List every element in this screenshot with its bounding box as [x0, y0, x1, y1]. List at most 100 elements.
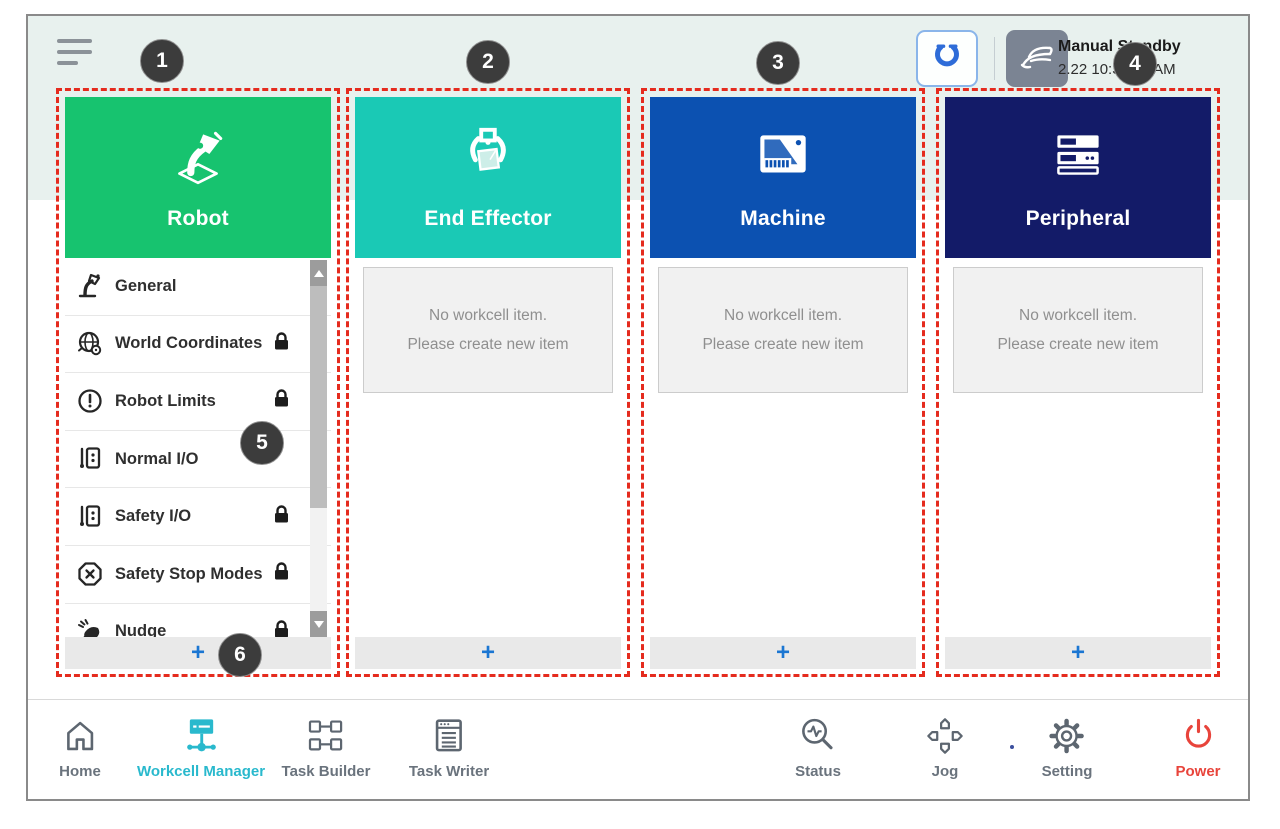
io-port-icon — [74, 502, 106, 532]
scroll-up-button[interactable] — [310, 260, 327, 286]
robot-icon — [74, 271, 106, 301]
menu-item-label: General — [115, 276, 177, 295]
empty-state-line2: Please create new item — [702, 336, 864, 353]
home-icon — [59, 712, 101, 756]
menu-item-normal-io[interactable]: Normal I/O — [65, 431, 331, 489]
lock-icon — [272, 561, 291, 587]
nav-label: Home — [59, 763, 101, 780]
menu-item-world-coordinates[interactable]: World Coordinates — [65, 316, 331, 374]
workcell-manager-icon — [137, 712, 265, 756]
menu-item-robot-limits[interactable]: Robot Limits — [65, 373, 331, 431]
empty-state-end-effector: No workcell item. Please create new item — [363, 267, 613, 393]
nav-label: Power — [1175, 763, 1221, 780]
empty-state-line2: Please create new item — [997, 336, 1159, 353]
topbar-divider — [994, 37, 995, 80]
menu-item-label: Nudge — [115, 622, 167, 637]
column-header-end-effector[interactable]: End Effector — [355, 97, 621, 258]
lock-icon — [272, 619, 291, 637]
plus-icon: + — [1070, 639, 1085, 666]
robot-mode-button[interactable] — [916, 30, 978, 87]
robot-arm-icon — [165, 119, 231, 191]
gear-icon — [1042, 712, 1093, 756]
nav-workcell-manager[interactable]: Workcell Manager — [137, 712, 265, 780]
triangle-down-icon — [313, 620, 324, 628]
machine-panel-icon — [750, 119, 816, 191]
nav-separator-dot — [1010, 745, 1014, 749]
menu-item-label: Robot Limits — [115, 391, 216, 410]
status-pulse-icon — [795, 712, 841, 756]
jog-dpad-icon — [925, 712, 965, 756]
menu-item-safety-io[interactable]: Safety I/O — [65, 488, 331, 546]
add-item-button-end-effector[interactable]: + — [355, 637, 621, 669]
menu-item-label: Safety Stop Modes — [115, 564, 263, 583]
empty-state-line1: No workcell item. — [724, 307, 842, 324]
annotation-badge-3: 3 — [756, 41, 800, 85]
annotation-badge-5: 5 — [240, 421, 284, 465]
add-item-button-machine[interactable]: + — [650, 637, 916, 669]
menu-item-label: Safety I/O — [115, 507, 192, 526]
annotation-badge-1: 1 — [140, 39, 184, 83]
nav-label: Task Builder — [281, 763, 371, 780]
plus-icon: + — [775, 639, 790, 666]
nav-label: Status — [795, 763, 841, 780]
nav-jog[interactable]: Jog — [925, 712, 965, 780]
empty-state-line2: Please create new item — [407, 336, 569, 353]
nav-setting[interactable]: Setting — [1041, 712, 1093, 780]
empty-state-machine: No workcell item. Please create new item — [658, 267, 908, 393]
empty-state-line1: No workcell item. — [429, 307, 547, 324]
nav-power[interactable]: Power — [1175, 712, 1221, 780]
lock-icon — [272, 331, 291, 357]
menu-item-label: World Coordinates — [115, 334, 263, 353]
globe-gear-icon — [74, 329, 106, 359]
annotation-badge-6: 6 — [218, 633, 262, 677]
exclamation-circle-icon — [74, 386, 106, 416]
nav-label: Task Writer — [408, 763, 490, 780]
menu-item-label: Normal I/O — [115, 449, 199, 468]
nudge-hand-icon — [74, 617, 106, 637]
annotation-badge-2: 2 — [466, 40, 510, 84]
cobot-horseshoe-icon — [930, 39, 964, 78]
manual-mode-button[interactable] — [1006, 30, 1068, 87]
nav-label: Workcell Manager — [136, 763, 266, 780]
robot-menu-list: General World Coordinates — [65, 258, 331, 637]
add-item-button-peripheral[interactable]: + — [945, 637, 1211, 669]
nav-label: Setting — [1041, 763, 1093, 780]
column-title: End Effector — [424, 207, 552, 230]
manual-hand-icon — [1017, 38, 1057, 79]
menu-item-general[interactable]: General — [65, 258, 331, 316]
column-header-peripheral[interactable]: Peripheral — [945, 97, 1211, 258]
io-port-icon — [74, 444, 106, 474]
bottom-nav-bar — [28, 699, 1248, 799]
nav-task-writer[interactable]: Task Writer — [409, 712, 489, 780]
empty-state-line1: No workcell item. — [1019, 307, 1137, 324]
nav-task-builder[interactable]: Task Builder — [281, 712, 371, 780]
add-item-button-robot[interactable]: + — [65, 637, 331, 669]
octagon-x-icon — [74, 559, 106, 589]
hamburger-menu-icon[interactable] — [57, 39, 93, 65]
scrollbar-thumb[interactable] — [310, 286, 327, 508]
empty-state-peripheral: No workcell item. Please create new item — [953, 267, 1203, 393]
nav-home[interactable]: Home — [59, 712, 101, 780]
nav-status[interactable]: Status — [795, 712, 841, 780]
menu-item-nudge[interactable]: Nudge — [65, 604, 331, 637]
lock-icon — [272, 388, 291, 414]
column-title: Machine — [740, 207, 826, 230]
scroll-down-button[interactable] — [310, 611, 327, 637]
triangle-up-icon — [313, 269, 324, 277]
server-rack-icon — [1045, 119, 1111, 191]
task-writer-icon — [409, 712, 489, 756]
task-builder-icon — [282, 712, 371, 756]
column-header-machine[interactable]: Machine — [650, 97, 916, 258]
column-header-robot[interactable]: Robot — [65, 97, 331, 258]
column-title: Robot — [167, 207, 229, 230]
menu-item-safety-stop-modes[interactable]: Safety Stop Modes — [65, 546, 331, 604]
lock-icon — [272, 504, 291, 530]
plus-icon: + — [190, 639, 205, 666]
gripper-icon — [457, 119, 519, 191]
robot-list-scrollbar[interactable] — [310, 260, 327, 637]
plus-icon: + — [480, 639, 495, 666]
annotation-badge-4: 4 — [1113, 42, 1157, 86]
column-title: Peripheral — [1025, 207, 1131, 230]
power-icon — [1175, 712, 1220, 756]
